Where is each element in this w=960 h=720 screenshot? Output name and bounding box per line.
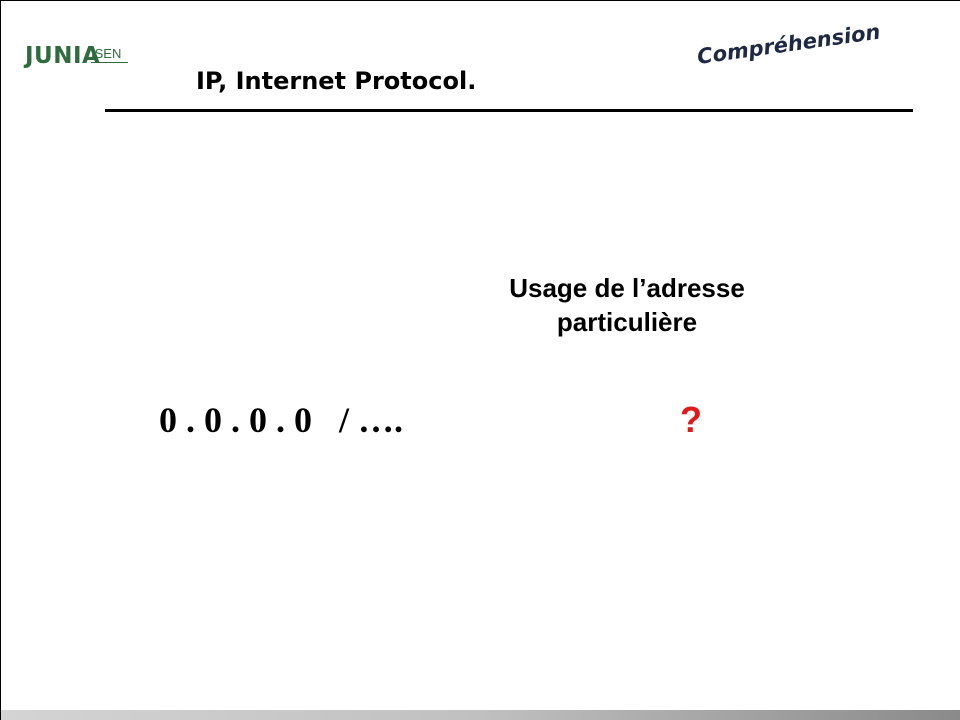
question-mark: ?	[680, 399, 702, 440]
logo-brand-text: JUNIA	[25, 43, 101, 69]
footer-gradient-bar	[1, 710, 960, 720]
question-heading-line-1: Usage de l’adresse	[509, 273, 745, 303]
logo-sub-text: ISEN	[91, 46, 122, 61]
slide-title: IP, Internet Protocol.	[196, 67, 477, 95]
ip-address-text: 0 . 0 . 0 . 0 / ….	[159, 400, 404, 440]
question-heading-line-2: particulière	[556, 307, 698, 337]
comprehension-stamp: Compréhension	[695, 19, 882, 69]
logo-underline	[91, 62, 128, 63]
title-divider	[105, 109, 913, 112]
question-heading: Usage de l’adresse particulière	[441, 271, 813, 339]
